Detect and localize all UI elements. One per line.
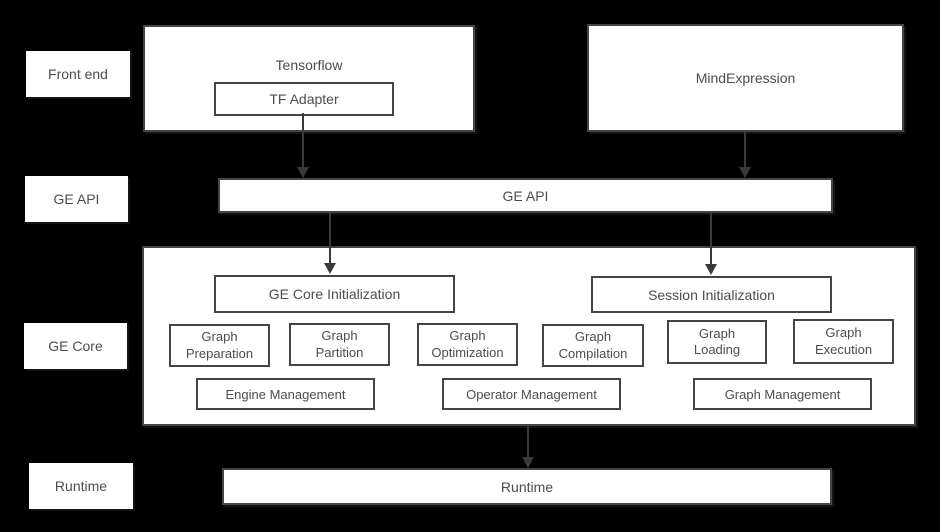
- row-label-runtime: Runtime: [29, 463, 133, 509]
- module-graph-execution: Graph Execution: [793, 319, 894, 364]
- mindexpression-box: MindExpression: [587, 24, 904, 132]
- arrow-ge-core-to-runtime: [522, 426, 534, 468]
- row-label-ge-api: GE API: [25, 176, 128, 222]
- row-label-front-end: Front end: [26, 51, 130, 97]
- module-graph-partition: Graph Partition: [289, 323, 390, 366]
- module-graph-preparation: Graph Preparation: [169, 324, 270, 367]
- module-graph-compilation: Graph Compilation: [542, 324, 644, 367]
- engine-management-box: Engine Management: [196, 378, 375, 410]
- arrow-ge-api-to-session-initialization: [705, 213, 717, 275]
- tensorflow-label: Tensorflow: [275, 57, 343, 73]
- arrow-tf-adapter-to-ge-api: [297, 113, 309, 178]
- tensorflow-box: Tensorflow TF Adapter: [143, 25, 475, 132]
- module-graph-optimization: Graph Optimization: [417, 323, 518, 366]
- graph-management-box: Graph Management: [693, 378, 872, 410]
- operator-management-box: Operator Management: [442, 378, 621, 410]
- runtime-bar: Runtime: [222, 468, 832, 505]
- session-initialization-box: Session Initialization: [591, 276, 832, 313]
- row-label-ge-core: GE Core: [24, 323, 127, 369]
- ge-core-box: GE Core Initialization Session Initializ…: [142, 246, 916, 426]
- ge-api-bar: GE API: [218, 178, 833, 213]
- ge-core-initialization-box: GE Core Initialization: [214, 275, 455, 313]
- arrow-mindexpression-to-ge-api: [739, 132, 751, 178]
- module-graph-loading: Graph Loading: [667, 320, 767, 364]
- tf-adapter-box: TF Adapter: [214, 82, 394, 116]
- arrow-ge-api-to-ge-core-initialization: [324, 213, 336, 274]
